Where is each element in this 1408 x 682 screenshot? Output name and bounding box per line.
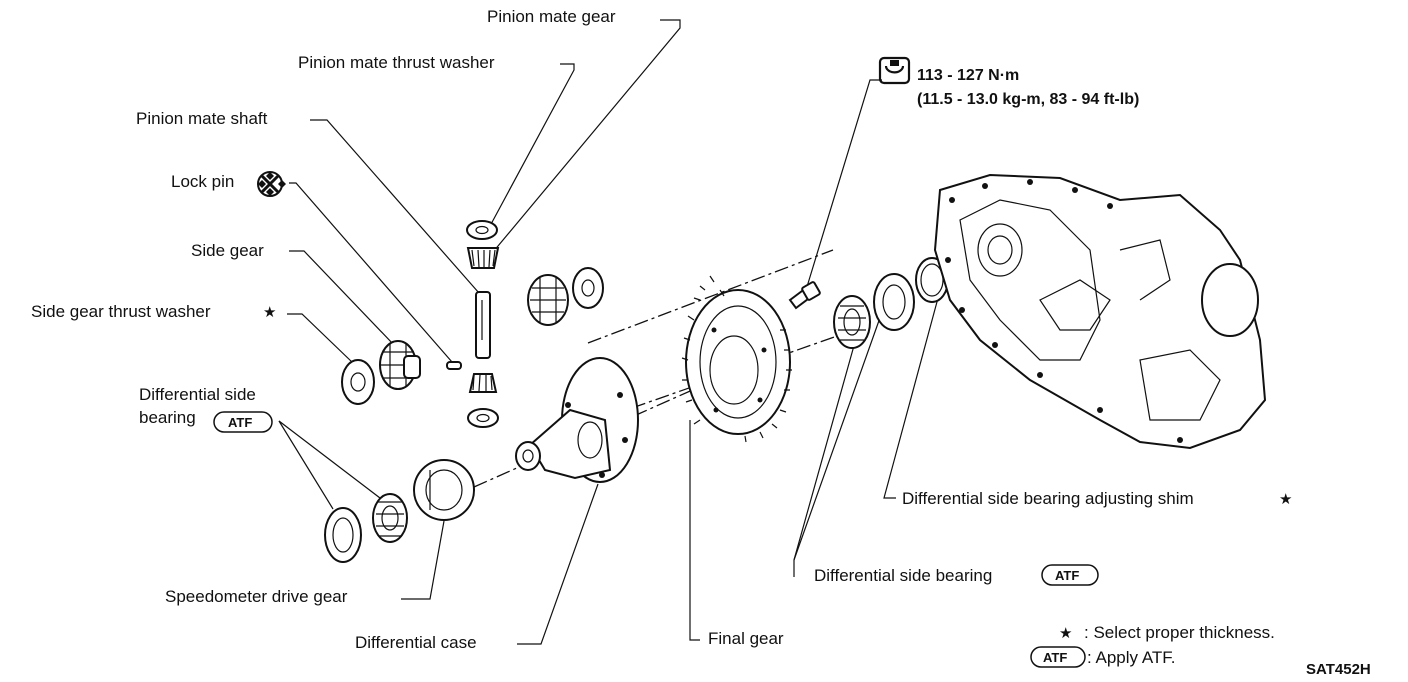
pinion-mate-shaft [475, 291, 491, 359]
svg-text:ATF: ATF [228, 415, 252, 430]
torque-wrench-icon [878, 56, 911, 85]
label-side-gear: Side gear [191, 241, 264, 260]
do-not-reuse-icon [257, 171, 286, 197]
label-diff-side-bearing-left-2: bearing [139, 408, 196, 427]
label-side-gear-thrust-washer: Side gear thrust washer [31, 302, 211, 321]
atf-badge: ATF [213, 411, 273, 433]
pinion-mate-gear-lower [468, 373, 498, 393]
torque-value: 113 - 127 N·m [917, 67, 1019, 84]
label-diff-side-bearing-left-1: Differential side [139, 385, 256, 404]
star-symbol: ★ [263, 304, 276, 321]
legend-atf-badge: ATF [1030, 646, 1086, 668]
differential-side-bearing-left [324, 493, 408, 563]
legend-star-text: : Select proper thickness. [1084, 623, 1275, 642]
side-gear-upper [527, 274, 569, 326]
side-gear-thrust-washer [341, 359, 375, 405]
final-gear-bolt [788, 281, 821, 310]
svg-text:ATF: ATF [1043, 650, 1067, 665]
atf-badge: ATF [1041, 564, 1099, 586]
label-differential-case: Differential case [355, 633, 477, 652]
legend-atf-text: : Apply ATF. [1087, 648, 1176, 667]
final-gear [681, 275, 792, 443]
side-gear-thrust-washer-upper [572, 267, 604, 309]
label-lock-pin: Lock pin [171, 172, 234, 191]
lock-pin [446, 361, 462, 370]
star-symbol: ★ [1279, 491, 1292, 508]
speedometer-drive-gear [413, 459, 475, 521]
label-pinion-mate-thrust-washer: Pinion mate thrust washer [298, 53, 495, 72]
legend-star: ★ [1059, 625, 1072, 642]
svg-text:ATF: ATF [1055, 568, 1079, 583]
label-pinion-mate-shaft: Pinion mate shaft [136, 109, 268, 128]
differential-side-bearing-right [833, 273, 915, 349]
pinion-mate-thrust-washer [466, 220, 498, 240]
label-final-gear: Final gear [708, 629, 784, 648]
differential-case [515, 357, 639, 483]
pinion-mate-thrust-washer-lower [467, 408, 499, 428]
leader-lines [278, 19, 942, 645]
label-pinion-mate-gear: Pinion mate gear [487, 7, 616, 26]
side-gear [379, 340, 421, 390]
pinion-mate-gear [466, 247, 500, 269]
figure-code: SAT452H [1306, 661, 1371, 678]
label-speedometer-drive-gear: Speedometer drive gear [165, 587, 348, 606]
label-diff-side-bearing-right: Differential side bearing [814, 566, 992, 585]
torque-value-alt: (11.5 - 13.0 kg-m, 83 - 94 ft-lb) [917, 91, 1139, 108]
label-adjusting-shim: Differential side bearing adjusting shim [902, 489, 1194, 508]
transaxle-housing [933, 173, 1267, 450]
